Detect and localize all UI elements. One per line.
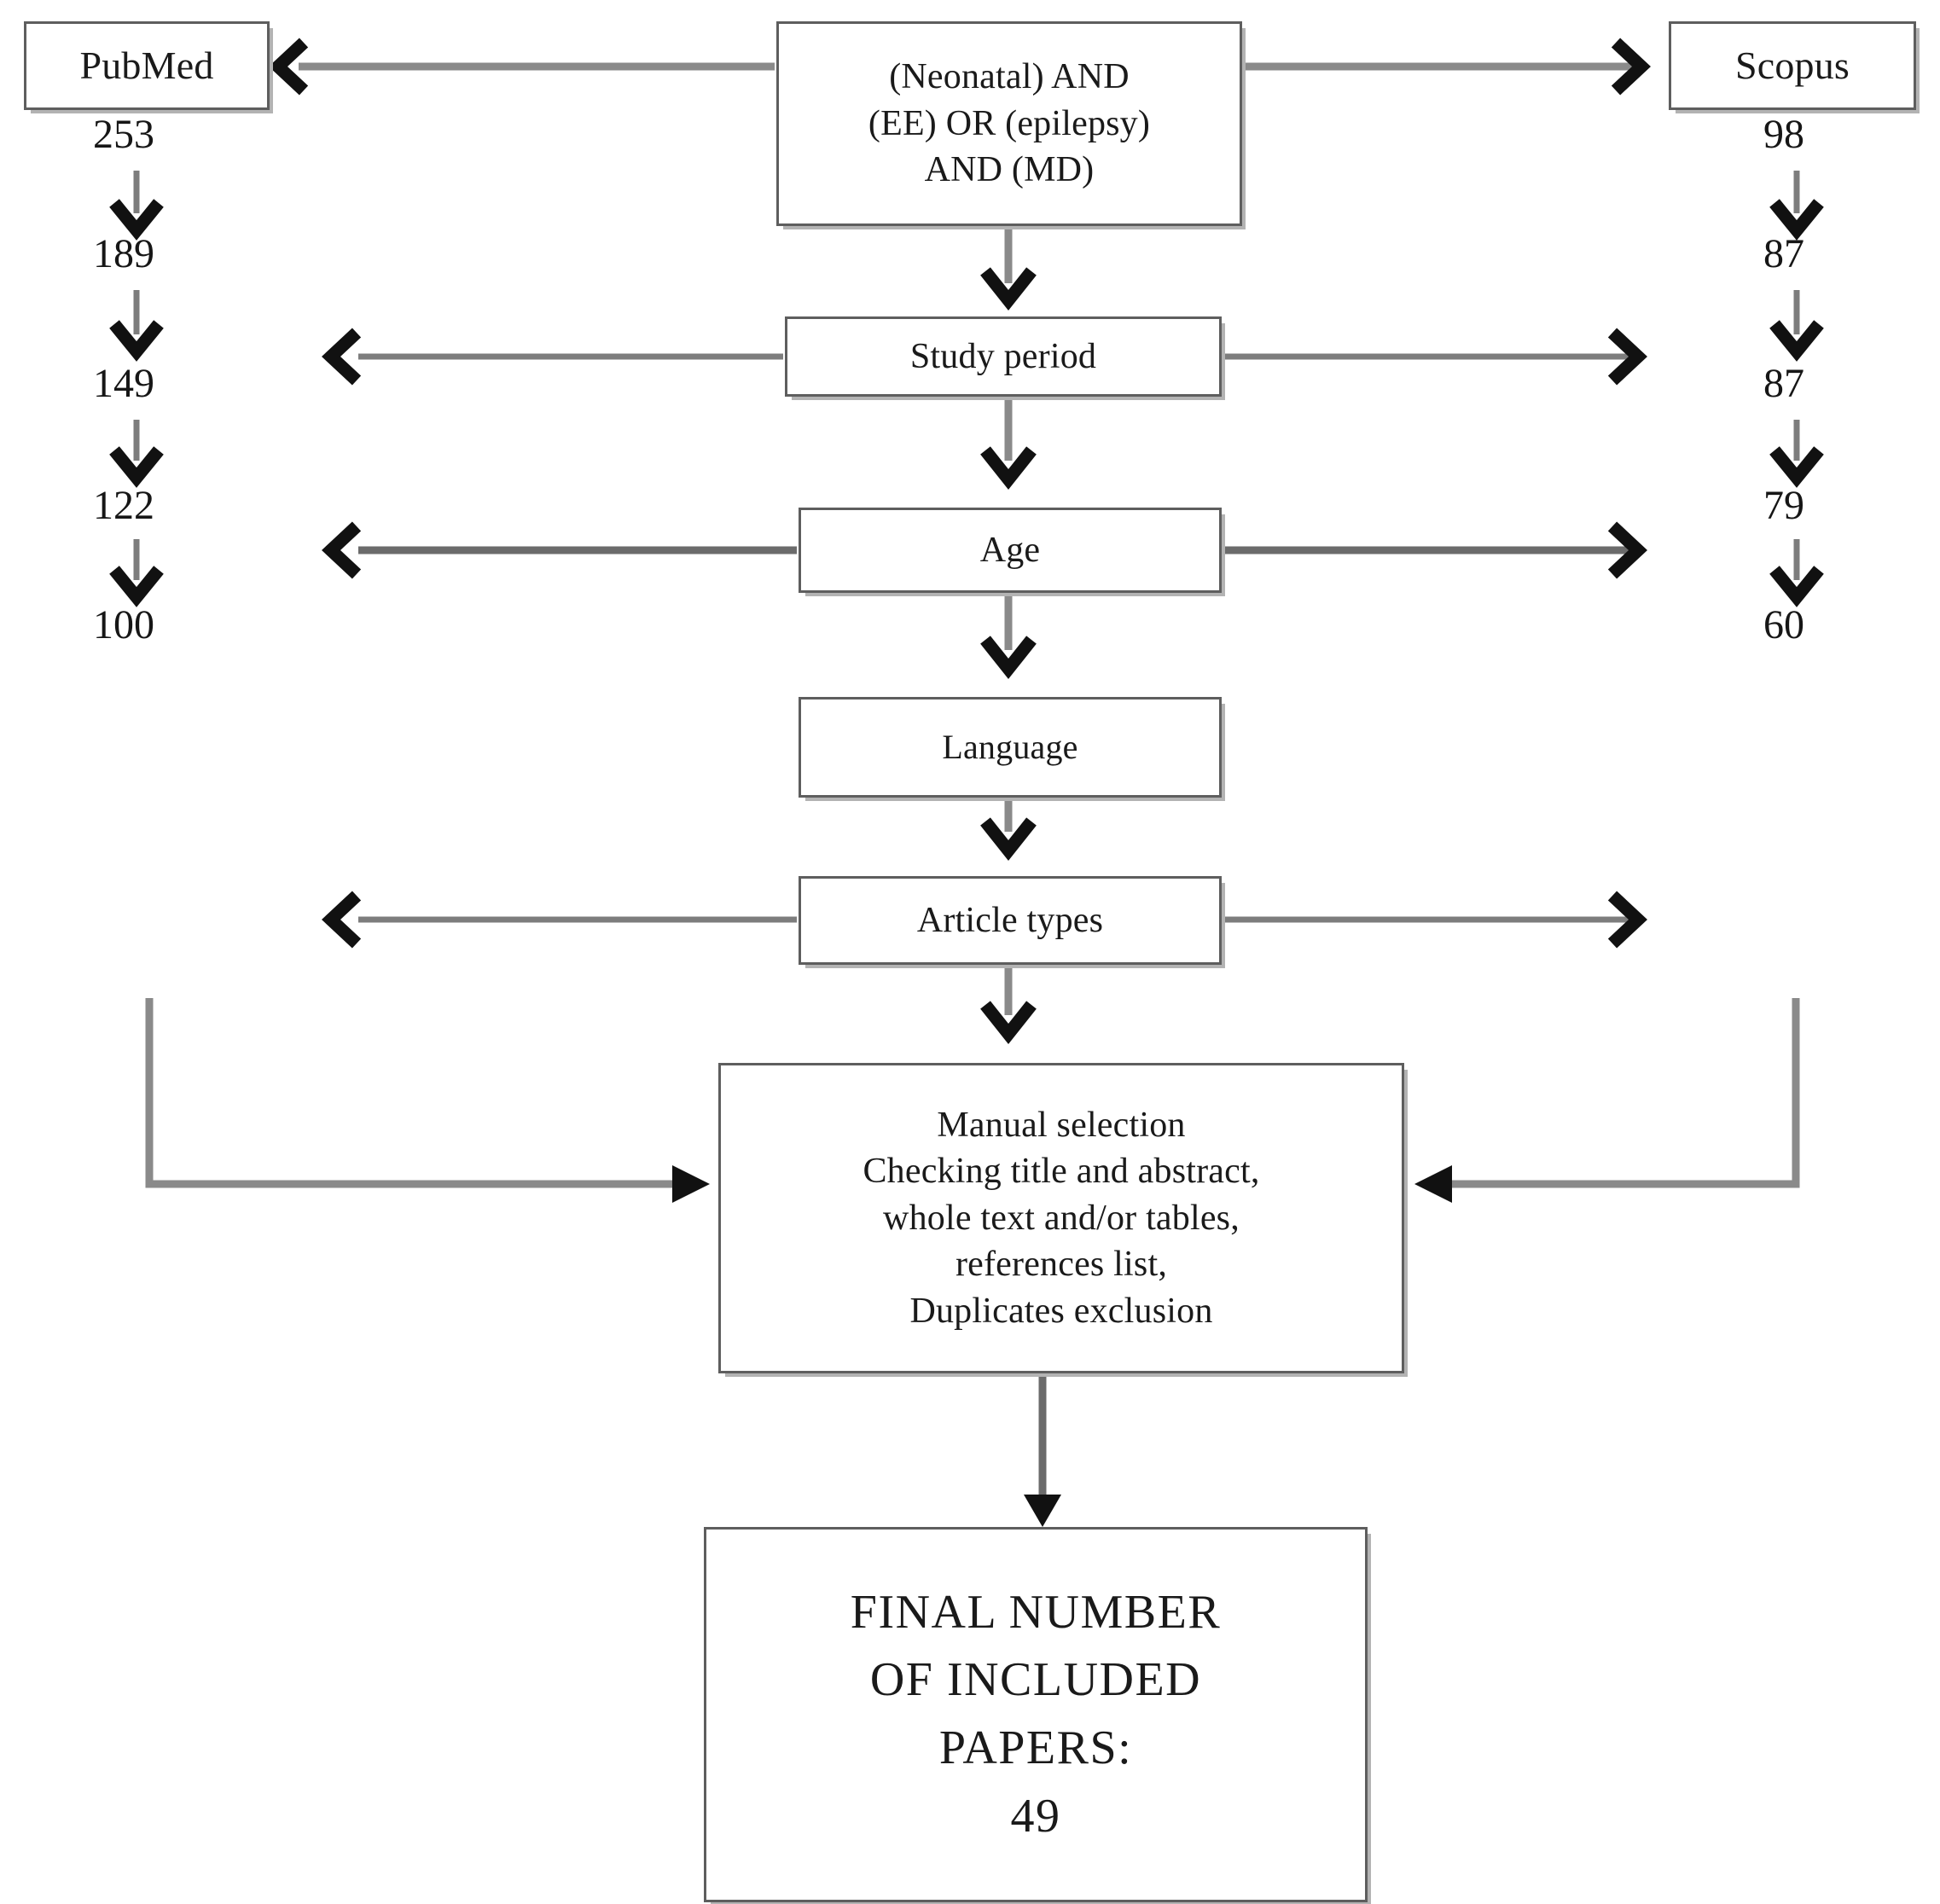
count-pubmed-3: 122 [93, 483, 154, 528]
filter-label-article-types: Article types [916, 900, 1104, 940]
arrowhead-left-pubmed [269, 38, 309, 96]
count-arrow-right-2-head [1769, 320, 1824, 362]
query-line-2: (EE) OR (epilepsy) [868, 103, 1151, 143]
filter-box-age[interactable]: Age [799, 508, 1222, 593]
count-scopus-0: 98 [1763, 112, 1804, 157]
source-box-pubmed[interactable]: PubMed [24, 21, 270, 110]
final-line-1: FINAL NUMBER [850, 1585, 1222, 1639]
filter-label-age: Age [979, 530, 1041, 570]
manual-selection-box[interactable]: Manual selection Checking title and abst… [718, 1063, 1404, 1373]
count-arrow-right-4-head [1769, 566, 1824, 607]
arrowhead-down-final [1024, 1495, 1061, 1527]
connector-pubmed-final-elbow [145, 998, 674, 1188]
manual-line-1: Manual selection [937, 1105, 1186, 1145]
count-arrow-left-4-head [109, 566, 164, 607]
count-arrow-right-3-head [1769, 446, 1824, 488]
arrowhead-right-age [1607, 521, 1647, 579]
filter-box-article-types[interactable]: Article types [799, 876, 1222, 965]
count-scopus-3: 79 [1763, 483, 1804, 528]
query-line-3: AND (MD) [924, 150, 1095, 190]
arrowhead-left-age [322, 521, 362, 579]
arrowhead-right-scopus [1611, 38, 1651, 96]
count-pubmed-4: 100 [93, 602, 154, 647]
filter-box-study-period[interactable]: Study period [785, 316, 1222, 397]
final-line-3: PAPERS: [938, 1721, 1133, 1774]
final-result-box[interactable]: FINAL NUMBER OF INCLUDED PAPERS: 49 [704, 1527, 1368, 1902]
count-scopus-2: 87 [1763, 361, 1804, 406]
arrowhead-left-articles [322, 891, 362, 949]
filter-box-language[interactable]: Language [799, 697, 1222, 798]
arrowhead-right-period [1607, 328, 1647, 386]
arrowhead-down-manual [980, 1001, 1037, 1045]
arrowhead-left-period [322, 328, 362, 386]
filter-label-language: Language [942, 728, 1078, 766]
connector-scopus-final-elbow [1450, 998, 1800, 1188]
query-line-1: (Neonatal) AND [889, 57, 1130, 97]
count-scopus-4: 60 [1763, 602, 1804, 647]
source-box-scopus[interactable]: Scopus [1669, 21, 1916, 110]
arrowhead-down-language [980, 636, 1037, 680]
arrowhead-down-age [980, 446, 1037, 491]
final-count: 49 [1010, 1789, 1061, 1843]
count-pubmed-2: 149 [93, 361, 154, 406]
manual-line-5: Duplicates exclusion [909, 1291, 1213, 1331]
source-label-scopus: Scopus [1734, 44, 1850, 88]
count-scopus-1: 87 [1763, 231, 1804, 276]
arrowhead-down-period [980, 267, 1037, 311]
count-arrow-left-3-head [109, 446, 164, 488]
final-line-2: OF INCLUDED [869, 1653, 1202, 1707]
arrowhead-right-articles [1607, 891, 1647, 949]
count-arrow-left-1-head [109, 199, 164, 241]
count-pubmed-0: 253 [93, 112, 154, 157]
arrowhead-manual-right [1414, 1165, 1452, 1203]
manual-line-2: Checking title and abstract, [863, 1152, 1260, 1192]
manual-line-4: references list, [955, 1245, 1168, 1285]
count-arrow-right-1-head [1769, 199, 1824, 241]
manual-line-3: whole text and/or tables, [883, 1198, 1240, 1238]
search-query-box[interactable]: (Neonatal) AND (EE) OR (epilepsy) AND (M… [776, 21, 1242, 226]
arrowhead-down-articles [980, 817, 1037, 862]
filter-label-study-period: Study period [909, 336, 1097, 376]
count-pubmed-1: 189 [93, 231, 154, 276]
count-arrow-left-2-head [109, 320, 164, 362]
source-label-pubmed: PubMed [79, 44, 214, 88]
arrowhead-manual-left [672, 1165, 710, 1203]
